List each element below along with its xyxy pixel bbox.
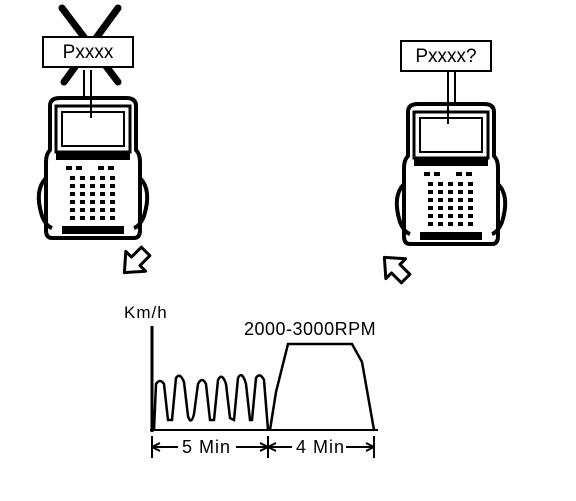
speed-chart bbox=[150, 326, 378, 458]
phase2-duration-label: 4 Min bbox=[296, 437, 346, 457]
phase1-duration-label: 5 Min bbox=[182, 437, 232, 457]
speed-trace-phase2 bbox=[268, 342, 376, 431]
scan-tool-left bbox=[36, 96, 150, 240]
arrow-down-left-icon bbox=[122, 245, 152, 275]
arrow-up-left-icon bbox=[382, 255, 412, 285]
code-label-right: Pxxxx? bbox=[400, 40, 492, 72]
y-axis-label: Km/h bbox=[124, 303, 168, 322]
speed-trace-phase1 bbox=[152, 373, 270, 431]
code-label-right-text: Pxxxx? bbox=[415, 45, 477, 67]
duration-dimension bbox=[151, 436, 375, 458]
rpm-label: 2000-3000RPM bbox=[244, 319, 377, 339]
code-label-left: Pxxxx bbox=[42, 36, 134, 68]
code-label-left-text: Pxxxx bbox=[62, 41, 114, 63]
scan-tool-right bbox=[394, 102, 508, 246]
